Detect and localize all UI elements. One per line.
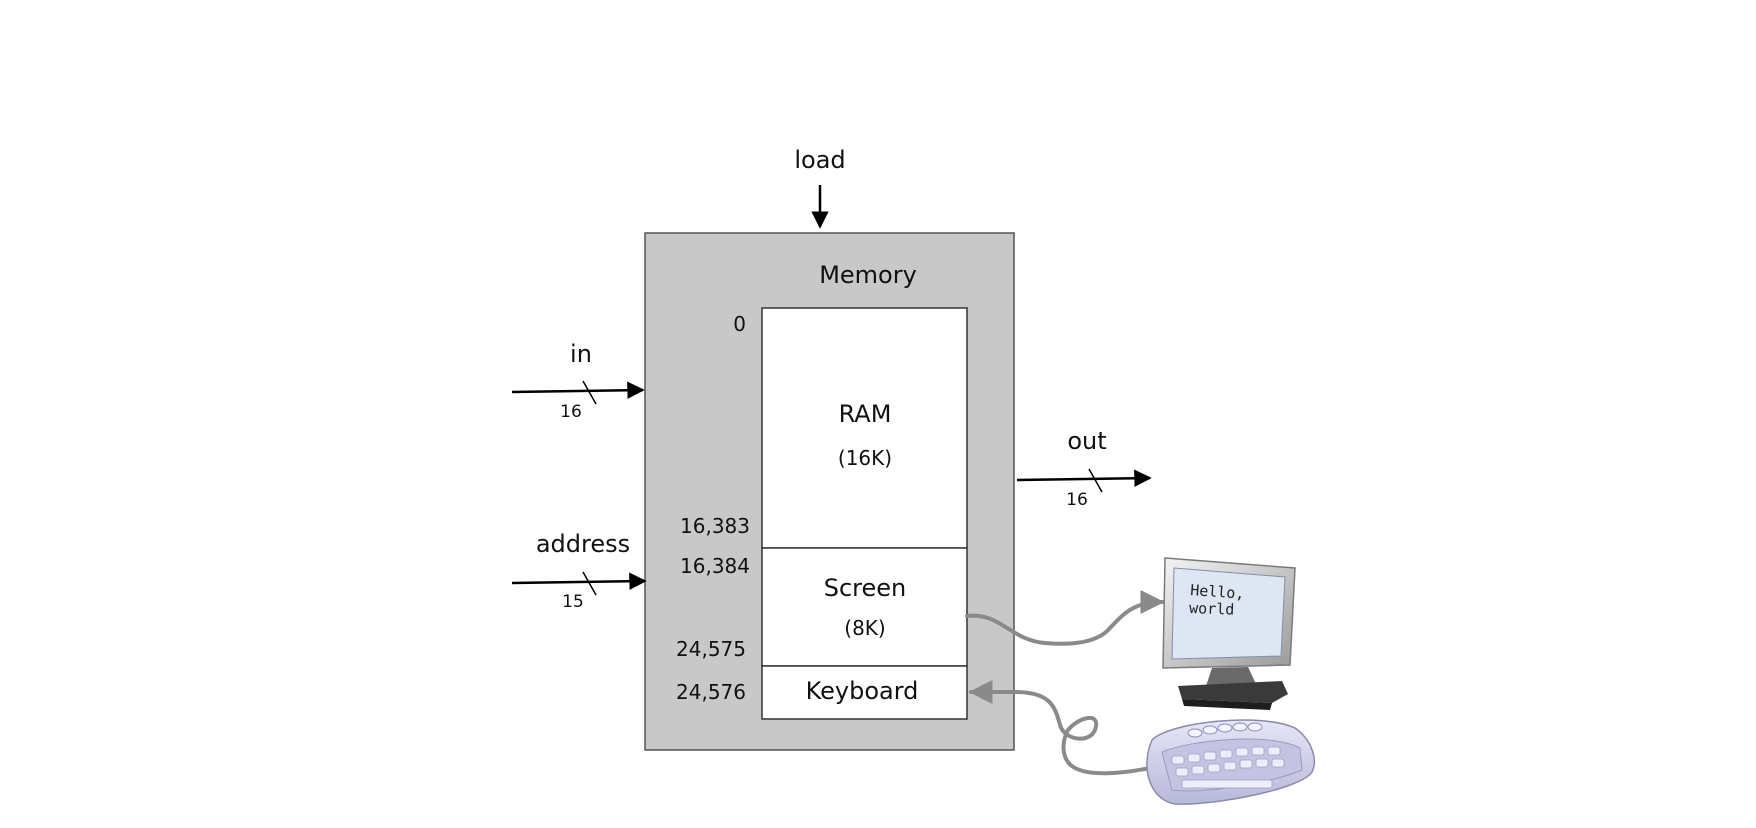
- memory-title: Memory: [819, 261, 917, 289]
- in-bus-slash: [582, 380, 597, 405]
- address-keyboard: 24,576: [676, 680, 746, 704]
- keyboard-region: [761, 665, 968, 720]
- keyboard-label: Keyboard: [806, 677, 919, 705]
- out-bus-slash: [1088, 468, 1103, 493]
- screen-label: Screen: [824, 574, 907, 602]
- out-width: 16: [1066, 490, 1088, 510]
- keyboard-icon: [1146, 719, 1316, 805]
- address-label: address: [536, 530, 630, 558]
- out-label: out: [1067, 427, 1106, 455]
- address-ram-end: 16,383: [680, 514, 750, 538]
- out-arrow: [1016, 469, 1152, 487]
- address-screen-start: 16,384: [680, 554, 750, 578]
- screen-region: [761, 547, 968, 667]
- address-width: 15: [562, 592, 584, 612]
- address-screen-end: 24,575: [676, 637, 746, 661]
- address-arrow: [511, 572, 647, 590]
- in-arrow: [511, 381, 645, 399]
- ram-size: (16K): [838, 446, 892, 470]
- keyboard-cable: [968, 680, 1152, 776]
- monitor-text-line2: world: [1189, 599, 1235, 619]
- ram-region: [761, 307, 968, 549]
- ram-label: RAM: [839, 400, 892, 428]
- in-label: in: [570, 340, 592, 368]
- load-label: load: [794, 146, 845, 174]
- monitor-icon: Hello, world: [1162, 557, 1296, 710]
- address-ram-start: 0: [733, 312, 746, 336]
- screen-cable: [965, 590, 1165, 646]
- monitor-text-line1: Hello,: [1190, 581, 1245, 603]
- screen-size: (8K): [844, 616, 885, 640]
- address-bus-slash: [582, 571, 597, 596]
- in-width: 16: [560, 402, 582, 422]
